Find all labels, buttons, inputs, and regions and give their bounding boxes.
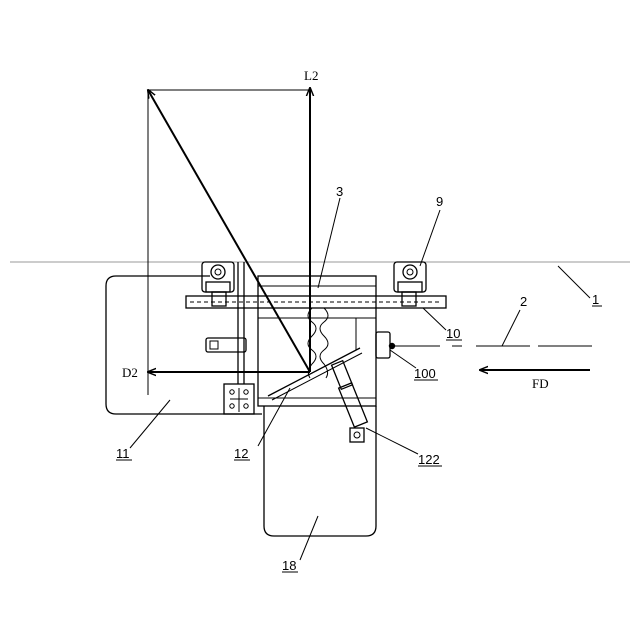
label-9: 9 (436, 194, 443, 209)
label-12: 12 (234, 446, 248, 461)
label-10: 10 (446, 326, 460, 341)
label-122: 122 (418, 452, 440, 467)
label-fd: FD (532, 376, 549, 391)
left-post (238, 262, 244, 384)
label-l2: L2 (304, 68, 318, 83)
left-bracket (224, 384, 254, 414)
resultant-force-arrow (148, 90, 310, 372)
label-3: 3 (336, 184, 343, 199)
sensor-100 (376, 332, 395, 358)
label-100: 100 (414, 366, 436, 381)
left-bearing-unit (202, 262, 234, 306)
label-2: 2 (520, 294, 527, 309)
right-bearing-unit-9 (394, 262, 426, 306)
label-18: 18 (282, 558, 296, 573)
label-d2: D2 (122, 365, 138, 380)
actuator-122 (332, 361, 368, 442)
label-11: 11 (116, 446, 130, 461)
leader-lines (130, 198, 590, 560)
label-1: 1 (592, 292, 599, 307)
force-construction-lines (148, 90, 310, 395)
post-clamp (206, 338, 246, 352)
